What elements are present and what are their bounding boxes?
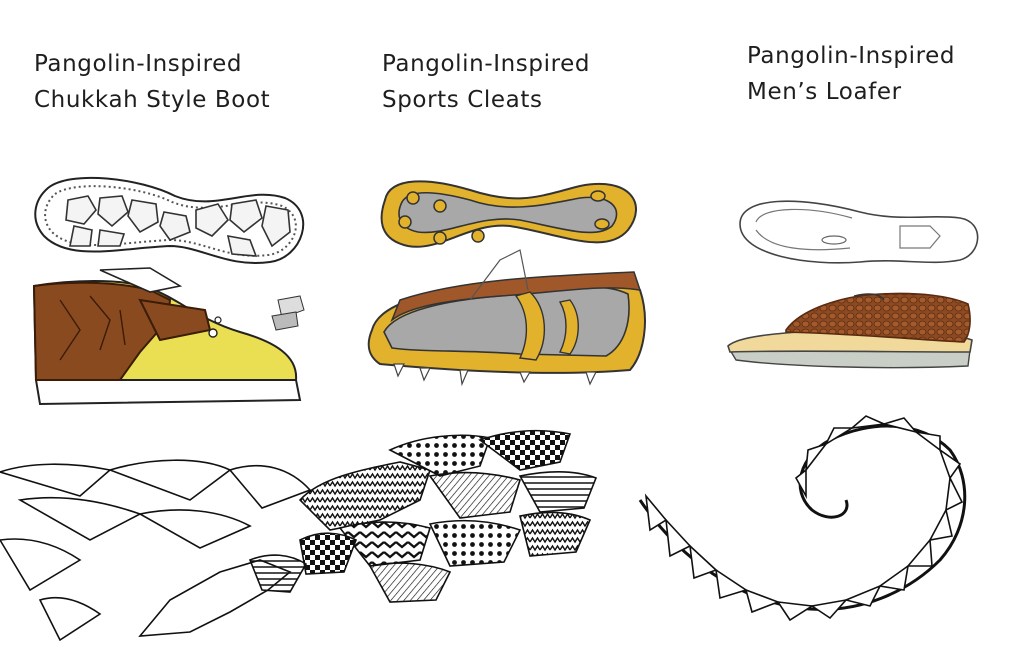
caption-chukkah-boot: Pangolin-Inspired Chukkah Style Boot (34, 46, 270, 118)
loafer-side-sketch (727, 292, 973, 369)
caption-cleat-line1: Pangolin-Inspired (382, 51, 591, 77)
boot-side-sketch (32, 267, 305, 406)
caption-loafer-line1: Pangolin-Inspired (747, 43, 956, 69)
caption-boot-line1: Pangolin-Inspired (34, 51, 243, 77)
cleat-outsole-sketch (380, 180, 637, 248)
boot-outsole-sketch (34, 176, 305, 264)
loafer-outsole-sketch (739, 200, 979, 264)
cleat-side-sketch (367, 249, 646, 387)
caption-loafer-line2: Men’s Loafer (747, 79, 902, 105)
caption-cleat-line2: Sports Cleats (382, 87, 543, 113)
pangolin-body-sketch (0, 429, 598, 642)
caption-mens-loafer: Pangolin-Inspired Men’s Loafer (747, 38, 955, 110)
pangolin-tail-sketch (638, 415, 967, 622)
caption-boot-line2: Chukkah Style Boot (34, 87, 271, 113)
caption-sports-cleats: Pangolin-Inspired Sports Cleats (382, 46, 590, 118)
